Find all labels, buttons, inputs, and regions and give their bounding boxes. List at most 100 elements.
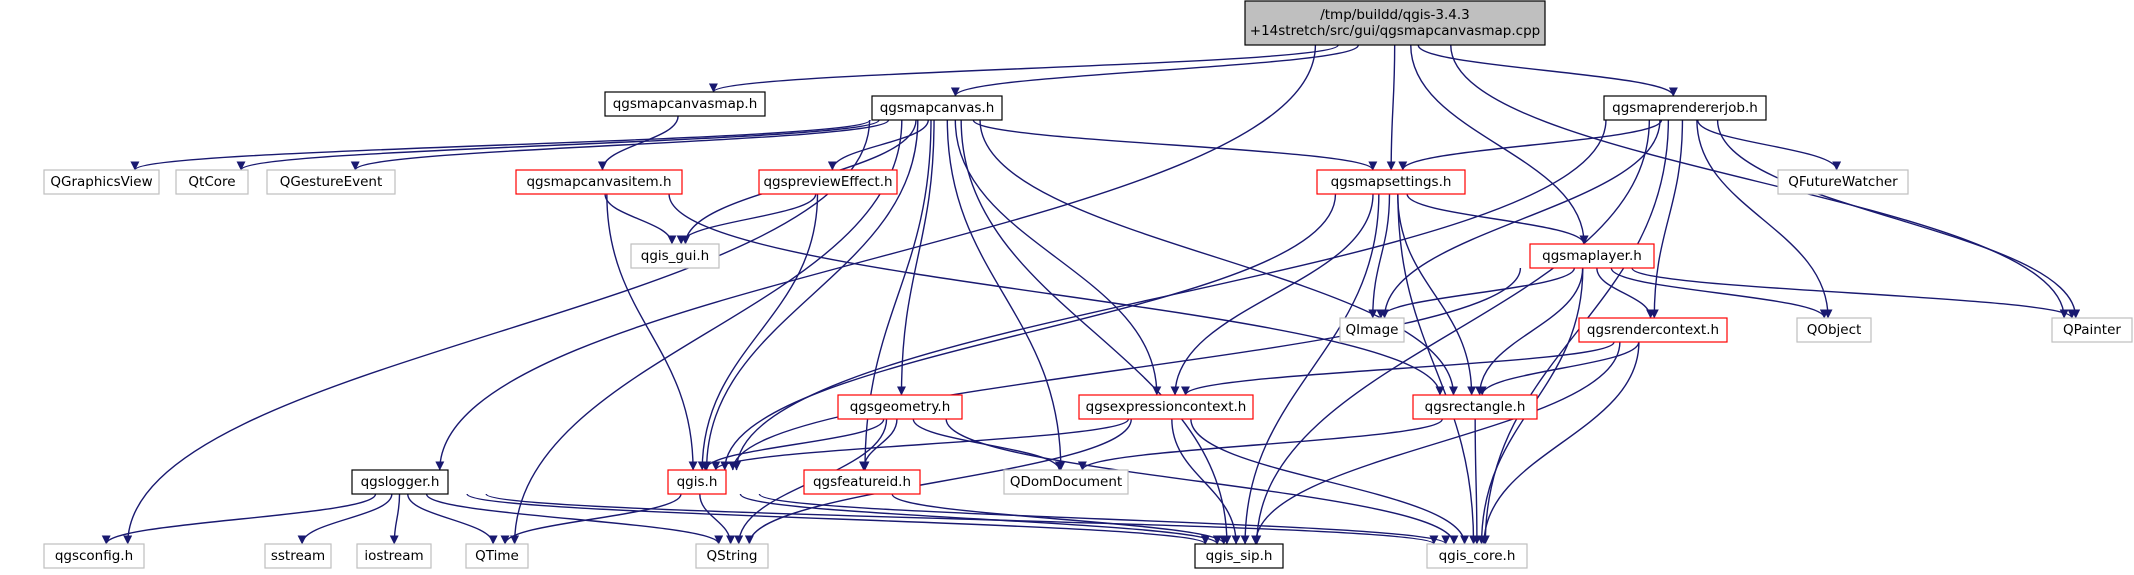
node-box-rectangle-h — [1412, 394, 1538, 420]
node-box-iostream — [356, 543, 432, 569]
node-box-qfuturewatcher — [1777, 169, 1909, 195]
node-box-geometry-h — [837, 394, 963, 420]
node-box-expressioncontext-h — [1078, 394, 1254, 420]
node-box-sstream — [264, 543, 332, 569]
node-geometry-h[interactable]: qgsgeometry.h — [837, 394, 963, 420]
node-box-qgestureevent — [266, 169, 396, 195]
node-maplayer-h[interactable]: qgsmaplayer.h — [1529, 243, 1655, 269]
node-label-mapcanvas-h: qgsmapcanvas.h — [880, 100, 995, 116]
node-box-qtime — [465, 543, 529, 569]
node-qimage[interactable]: QImage — [1339, 317, 1405, 343]
edge-mapcanvasitem-h-to-qgis-h — [606, 193, 698, 471]
node-box-qgraphicsview — [43, 169, 160, 195]
node-box-logger-h — [351, 469, 449, 495]
edge-mapsettings-h-to-qgis-h — [720, 193, 1337, 471]
node-rectangle-h[interactable]: qgsrectangle.h — [1412, 394, 1538, 420]
node-maprendererjob-h[interactable]: qgsmaprendererjob.h — [1603, 95, 1767, 121]
edge-mapsettings-h-to-expressioncontext-h — [1170, 193, 1374, 396]
edge-maplayer-h-to-qimage — [1376, 267, 1576, 319]
edge-featureid-h-to-qgis-sip-h — [891, 493, 1229, 545]
edge-maplayer-h-to-rectangle-h — [1475, 267, 1584, 396]
edge-rendercontext-h-to-rectangle-h — [1477, 341, 1640, 396]
node-box-previeweffect-h — [758, 169, 898, 195]
node-rendercontext-h[interactable]: qgsrendercontext.h — [1578, 317, 1728, 343]
edge-logger-h-to-qgis-core-h — [485, 493, 1439, 545]
node-mapcanvasmap-h[interactable]: qgsmapcanvasmap.h — [604, 91, 766, 117]
node-qstring[interactable]: QString — [695, 543, 769, 569]
edge-root-to-logger-h — [435, 44, 1317, 471]
edge-maplayer-h-to-qpainter — [1631, 267, 2077, 319]
edge-qgis-h-to-qstring — [699, 493, 736, 545]
node-qgestureevent[interactable]: QGestureEvent — [266, 169, 396, 195]
node-qpainter[interactable]: QPainter — [2051, 317, 2133, 343]
node-box-qgis-core-h — [1426, 543, 1528, 569]
node-label-qpainter: QPainter — [2063, 322, 2121, 338]
node-box-mapcanvas-h — [871, 95, 1003, 121]
edge-maprendererjob-h-to-qpainter — [1716, 119, 2081, 319]
node-qgis-h[interactable]: qgis.h — [667, 469, 727, 495]
node-qgraphicsview[interactable]: QGraphicsView — [43, 169, 160, 195]
node-sstream[interactable]: sstream — [264, 543, 332, 569]
node-box-qdomdocument — [1003, 469, 1129, 495]
edge-logger-h-to-qstring — [425, 493, 724, 545]
edge-qgis-h-to-qgis-core-h — [758, 493, 1451, 545]
node-label-mapcanvasmap-h: qgsmapcanvasmap.h — [613, 96, 758, 112]
node-box-qpainter — [2051, 317, 2133, 343]
node-mapcanvas-h[interactable]: qgsmapcanvas.h — [871, 95, 1003, 121]
node-qobject[interactable]: QObject — [1796, 317, 1872, 343]
edge-maprendererjob-h-to-qobject — [1696, 119, 1833, 319]
edge-mapsettings-h-to-maplayer-h — [1406, 193, 1589, 245]
edge-root-to-mapcanvasmap-h — [709, 44, 1339, 93]
edge-mapcanvas-h-to-config-h — [123, 119, 871, 545]
edge-mapcanvasitem-h-to-rectangle-h — [668, 193, 1445, 396]
edge-rendercontext-h-to-qgis-sip-h — [1251, 341, 1621, 545]
node-root[interactable]: /tmp/buildd/qgis-3.4.3+14stretch/src/gui… — [1244, 0, 1546, 46]
node-qfuturewatcher[interactable]: QFutureWatcher — [1777, 169, 1909, 195]
node-qtime[interactable]: QTime — [465, 543, 529, 569]
node-label-iostream: iostream — [364, 548, 423, 564]
edge-mapcanvas-h-to-qgestureevent — [350, 119, 890, 171]
node-label-featureid-h: qgsfeatureid.h — [813, 474, 911, 490]
node-qgis-sip-h[interactable]: qgis_sip.h — [1194, 543, 1284, 569]
node-qgis-gui-h[interactable]: qgis_gui.h — [630, 243, 720, 269]
edge-maprendererjob-h-to-qgis-sip-h — [1252, 119, 1651, 545]
node-featureid-h[interactable]: qgsfeatureid.h — [803, 469, 921, 495]
node-box-qobject — [1796, 317, 1872, 343]
node-box-mapcanvasmap-h — [604, 91, 766, 117]
edge-mapcanvas-h-to-qdomdocument — [946, 119, 1066, 471]
node-label-qdomdocument: QDomDocument — [1010, 474, 1122, 490]
node-mapsettings-h[interactable]: qgsmapsettings.h — [1316, 169, 1466, 195]
node-config-h[interactable]: qgsconfig.h — [43, 543, 145, 569]
node-box-mapcanvasitem-h — [515, 169, 683, 195]
node-label-qgis-gui-h: qgis_gui.h — [641, 248, 709, 264]
node-box-maprendererjob-h — [1603, 95, 1767, 121]
edge-root-to-mapsettings-h — [1386, 44, 1396, 171]
edges — [101, 44, 2081, 545]
node-box-qgis-gui-h — [630, 243, 720, 269]
edge-rendercontext-h-to-expressioncontext-h — [1181, 341, 1615, 396]
node-label-qgraphicsview: QGraphicsView — [50, 174, 152, 190]
node-mapcanvasitem-h[interactable]: qgsmapcanvasitem.h — [515, 169, 683, 195]
node-qtcore[interactable]: QtCore — [175, 169, 249, 195]
edge-logger-h-to-sstream — [297, 493, 393, 545]
node-iostream[interactable]: iostream — [356, 543, 432, 569]
node-previeweffect-h[interactable]: qgspreviewEffect.h — [758, 169, 898, 195]
edge-root-to-maprendererjob-h — [1417, 44, 1678, 97]
node-box-featureid-h — [803, 469, 921, 495]
node-logger-h[interactable]: qgslogger.h — [351, 469, 449, 495]
node-box-mapsettings-h — [1316, 169, 1466, 195]
node-label-qtime: QTime — [475, 548, 519, 564]
node-label-rendercontext-h: qgsrendercontext.h — [1587, 322, 1719, 338]
node-label-rectangle-h: qgsrectangle.h — [1425, 399, 1526, 415]
node-qgis-core-h[interactable]: qgis_core.h — [1426, 543, 1528, 569]
node-label-qgestureevent: QGestureEvent — [280, 174, 383, 190]
node-box-root — [1244, 0, 1546, 46]
node-expressioncontext-h[interactable]: qgsexpressioncontext.h — [1078, 394, 1254, 420]
node-label-sstream: sstream — [271, 548, 325, 564]
edge-expressioncontext-h-to-qstring — [744, 418, 1132, 545]
node-qdomdocument[interactable]: QDomDocument — [1003, 469, 1129, 495]
edge-mapsettings-h-to-qgis-core-h — [1397, 193, 1479, 545]
node-box-qgis-h — [667, 469, 727, 495]
edge-maplayer-h-to-rendercontext-h — [1596, 267, 1656, 319]
